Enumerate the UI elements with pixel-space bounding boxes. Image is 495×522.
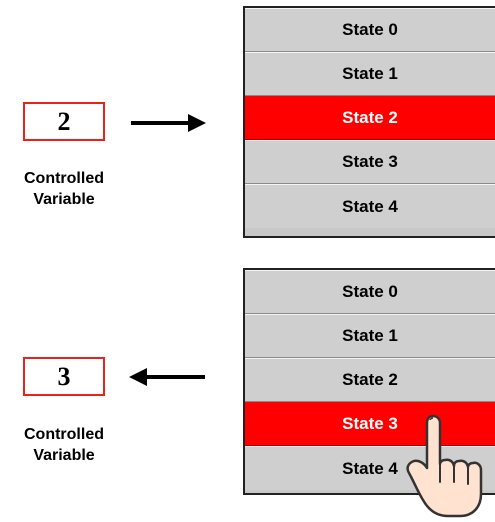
controlled-variable-label-top: Controlled Variable <box>24 170 104 208</box>
controlled-variable-label-bottom: Controlled Variable <box>24 426 104 464</box>
state-row-active[interactable]: State 3 <box>245 402 495 446</box>
arrow-right-icon <box>131 114 206 132</box>
state-row[interactable]: State 3 <box>245 140 495 184</box>
state-row[interactable]: State 4 <box>245 184 495 228</box>
state-row[interactable]: State 1 <box>245 52 495 96</box>
controlled-variable-box-bottom: 3 <box>23 357 105 396</box>
controlled-variable-value-top: 2 <box>57 106 71 136</box>
state-list-bottom: State 0 State 1 State 2 State 3 State 4 <box>243 268 495 495</box>
hand-pointer-icon <box>406 414 483 518</box>
state-row[interactable]: State 0 <box>245 270 495 314</box>
state-row[interactable]: State 0 <box>245 8 495 52</box>
state-row[interactable]: State 1 <box>245 314 495 358</box>
state-row-active[interactable]: State 2 <box>245 96 495 140</box>
controlled-variable-value-bottom: 3 <box>57 361 71 391</box>
controlled-variable-box-top: 2 <box>23 102 105 141</box>
arrow-left-icon <box>129 368 205 386</box>
state-list-top: State 0 State 1 State 2 State 3 State 4 <box>243 6 495 238</box>
state-row[interactable]: State 2 <box>245 358 495 402</box>
